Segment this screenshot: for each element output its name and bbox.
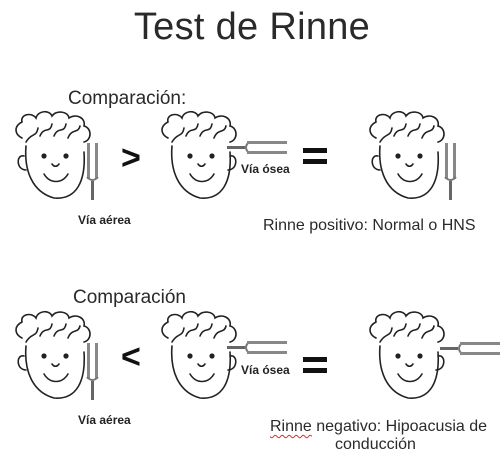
tuning-fork-icon — [440, 342, 500, 355]
boy-face-result-1 — [369, 110, 445, 199]
boy-face-air-conduction-2 — [15, 310, 91, 399]
result-negative-text-line2: conducción — [335, 436, 416, 453]
boy-face-air-conduction-1 — [15, 110, 91, 199]
comparison-1-label: Comparación: — [68, 88, 187, 109]
equals-symbol-1 — [303, 146, 327, 166]
tuning-fork-icon — [227, 341, 287, 354]
boy-face-bone-conduction-2 — [161, 310, 237, 399]
comparison-2-label: Comparación — [73, 287, 186, 308]
tuning-fork-icon — [86, 143, 99, 200]
result-positive-text: Rinne positivo: Normal o HNS — [263, 217, 476, 234]
result-negative-word: Rinne — [270, 418, 312, 435]
greater-than-symbol: > — [121, 139, 141, 177]
result-negative-rest: negativo: Hipoacusia de — [311, 418, 488, 435]
tuning-fork-icon — [86, 343, 99, 400]
tuning-fork-icon — [227, 141, 287, 154]
tuning-fork-icon — [444, 143, 457, 200]
diagram-title: Test de Rinne — [133, 6, 371, 48]
boy-face-result-2 — [369, 310, 445, 399]
equals-symbol-2 — [303, 355, 327, 375]
bone-conduction-label-2: Vía ósea — [241, 363, 290, 377]
bone-conduction-label-1: Vía ósea — [241, 162, 290, 176]
result-negative-text: Rinne negativo: Hipoacusia de — [270, 418, 487, 436]
air-conduction-label-1: Vía aérea — [78, 213, 131, 227]
boy-face-bone-conduction-1 — [161, 110, 237, 199]
air-conduction-label-2: Vía aérea — [78, 413, 131, 427]
less-than-symbol: < — [121, 338, 141, 376]
